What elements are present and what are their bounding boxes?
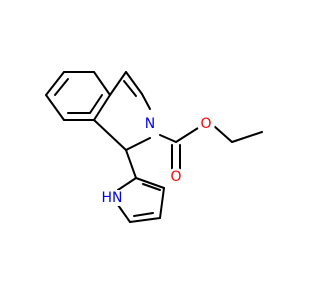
atom-label-hn: HN — [102, 190, 123, 206]
bond — [125, 137, 151, 151]
bond — [117, 204, 131, 223]
bond — [141, 93, 151, 110]
bond-double-inner — [133, 212, 154, 217]
bond — [93, 94, 111, 121]
bond-layer — [45, 71, 263, 223]
atom-nitrogen: N — [141, 115, 159, 133]
bond — [125, 149, 137, 179]
bond — [45, 94, 65, 121]
bond — [93, 119, 127, 151]
bond — [125, 71, 143, 95]
atom-label-o-ester: O — [200, 116, 211, 132]
atom-nh-pyrrole: HN — [100, 190, 126, 206]
bond — [175, 127, 199, 143]
bond — [129, 217, 161, 223]
atom-label-o-carbonyl: O — [170, 169, 181, 185]
bond — [213, 125, 233, 143]
atom-label-n: N — [145, 116, 155, 132]
bond — [135, 177, 165, 189]
bond — [45, 71, 65, 96]
bond-double-inner — [54, 78, 69, 96]
atom-layer: N O O HN — [100, 115, 215, 206]
bond — [93, 71, 111, 96]
bond-double-inner — [89, 94, 103, 114]
bond — [109, 71, 127, 96]
bond — [159, 187, 165, 219]
molecule-structure: N O O HN — [45, 71, 263, 223]
bond — [159, 134, 177, 143]
bond-double-inner — [142, 183, 161, 191]
bond — [231, 131, 263, 143]
bond-double-inner — [123, 80, 137, 97]
atom-oxygen-ester: O — [197, 115, 215, 133]
bond — [117, 177, 137, 191]
atom-oxygen-carbonyl: O — [167, 168, 185, 186]
